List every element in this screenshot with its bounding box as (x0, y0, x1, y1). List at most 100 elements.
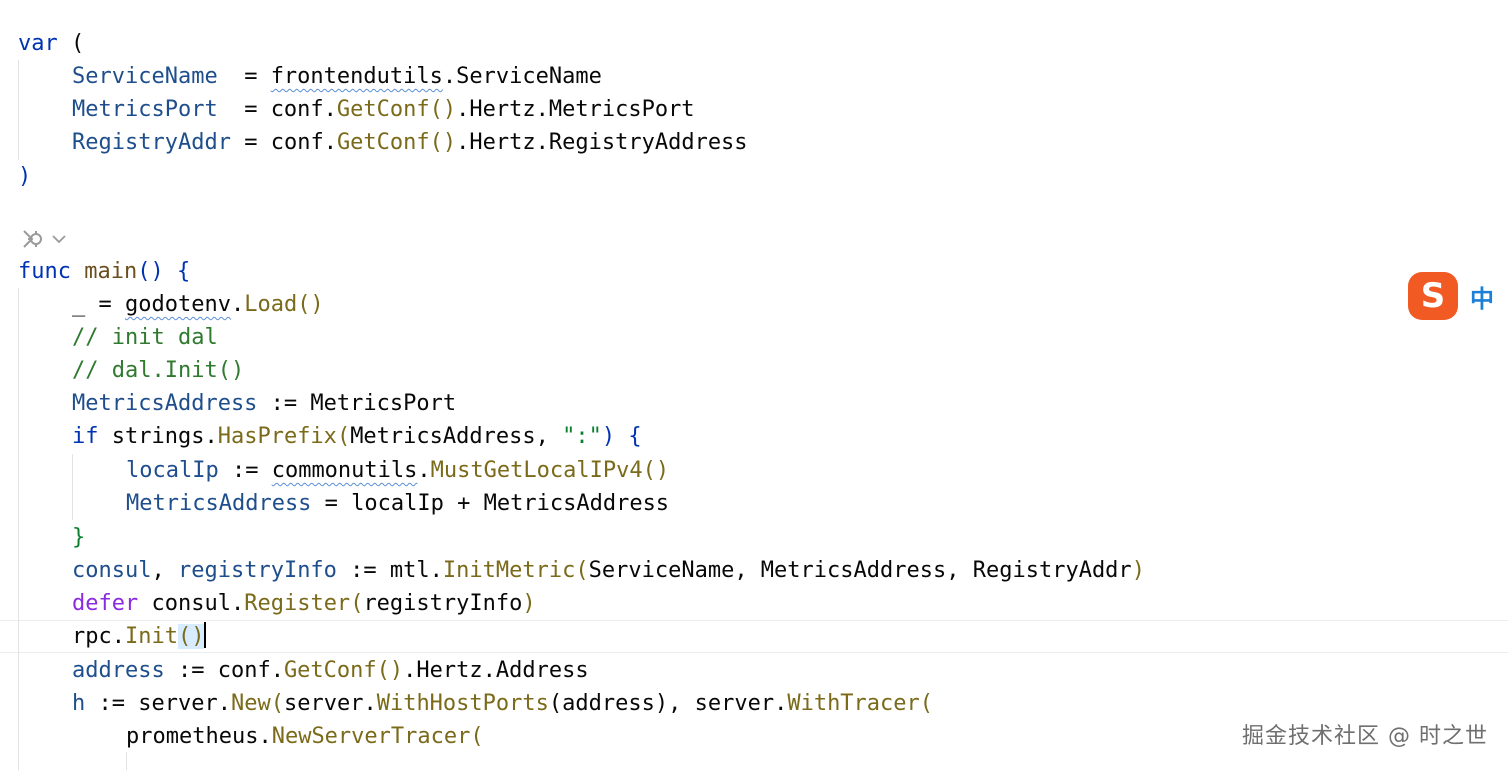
code-line-1[interactable]: var ( (18, 27, 84, 60)
code-text: ( (919, 691, 934, 716)
code-text: ) (18, 164, 32, 189)
code-text: mtl (389, 558, 430, 583)
chevron-down-icon[interactable] (50, 230, 68, 248)
code-line-12[interactable]: if strings.HasPrefix(MetricsAddress, ":"… (72, 420, 642, 453)
code-line-10[interactable]: // dal.Init() (72, 354, 244, 387)
code-text: consul (151, 591, 231, 616)
function-main: main (84, 259, 138, 284)
code-text: ( (336, 424, 351, 449)
code-text: ) { (601, 424, 642, 449)
function-getconf: GetConf (336, 97, 430, 122)
code-text: () (177, 624, 205, 649)
code-line-13[interactable]: localIp := commonutils.MustGetLocalIPv4(… (126, 454, 669, 487)
function-init: Init (125, 624, 178, 649)
indent-guide (18, 288, 19, 770)
function-initmetric: InitMetric (442, 558, 576, 583)
identifier-metricsport: MetricsPort (72, 97, 218, 122)
ime-mode-label[interactable]: 中 (1470, 284, 1494, 313)
code-text: = (230, 130, 271, 155)
code-line-15[interactable]: } (72, 521, 85, 554)
code-text: .Hertz.Address (403, 658, 589, 683)
code-line-11[interactable]: MetricsAddress := MetricsPort (72, 387, 456, 420)
code-text: . (217, 691, 231, 716)
current-line-highlight (0, 620, 1508, 653)
code-text: } (72, 525, 86, 550)
text-caret (204, 622, 207, 648)
indent-guide (72, 454, 73, 520)
code-line-3[interactable]: MetricsPort = conf.GetConf().Hertz.Metri… (72, 93, 695, 126)
code-text: ) (522, 591, 536, 616)
code-text: . (270, 658, 284, 683)
code-text: ( (57, 31, 85, 56)
code-text: conf (270, 130, 324, 155)
code-text: . (417, 458, 431, 483)
code-text: = localIp + MetricsAddress (311, 491, 670, 516)
code-line-4[interactable]: RegistryAddr = conf.GetConf().Hertz.Regi… (72, 126, 748, 159)
keyword-if: if (72, 424, 99, 449)
function-withhostports: WithHostPorts (376, 691, 549, 716)
identifier-metricsaddress: MetricsAddress (126, 491, 312, 516)
indent-guide (126, 752, 127, 770)
code-text: ( (470, 724, 484, 749)
code-text (138, 591, 151, 616)
code-line-2[interactable]: ServiceName = frontendutils.ServiceName (72, 60, 602, 93)
string-literal: ":" (562, 424, 602, 449)
code-text: () (429, 130, 457, 155)
code-line-19[interactable]: address := conf.GetConf().Hertz.Address (72, 654, 589, 687)
function-newservertracer: NewServerTracer (271, 724, 471, 749)
code-line-20[interactable]: h := server.New(server.WithHostPorts(add… (72, 687, 933, 720)
identifier-registryinfo: registryInfo (177, 558, 337, 583)
identifier-address: address (72, 658, 165, 683)
code-text: () (642, 458, 670, 483)
code-text: registryInfo (363, 591, 523, 616)
code-text: () { (137, 259, 191, 284)
code-text: server (138, 691, 218, 716)
code-text: () (429, 97, 457, 122)
code-text: . (323, 130, 337, 155)
code-text: . (111, 624, 125, 649)
code-text: = (217, 64, 271, 89)
code-text: rpc (72, 624, 112, 649)
code-text: := (336, 558, 390, 583)
code-text: . (363, 691, 377, 716)
function-getconf: GetConf (336, 130, 430, 155)
identifier-servicename: ServiceName (72, 64, 218, 89)
code-text: _ = (72, 292, 125, 317)
code-text: := (85, 691, 139, 716)
function-load: Load (244, 292, 298, 317)
sogou-logo-icon[interactable]: S (1408, 272, 1458, 320)
code-text: conf (270, 97, 324, 122)
function-withtracer: WithTracer (787, 691, 920, 716)
code-text (71, 259, 84, 284)
ime-indicator[interactable]: S 中 (1408, 272, 1508, 320)
code-text: .Hertz.MetricsPort (456, 97, 695, 122)
comment: // dal.Init() (72, 358, 245, 383)
package-frontendutils: frontendutils (270, 64, 443, 89)
code-text: conf (217, 658, 271, 683)
code-line-8[interactable]: _ = godotenv.Load() (72, 288, 324, 321)
code-line-17[interactable]: defer consul.Register(registryInfo) (72, 587, 536, 620)
watermark: 掘金技术社区 @ 时之世 (1242, 724, 1488, 749)
keyword-defer: defer (72, 591, 139, 616)
code-text: server (283, 691, 364, 716)
code-text: := (164, 658, 218, 683)
code-text: ServiceName, MetricsAddress, RegistryAdd… (588, 558, 1132, 583)
run-config-gutter[interactable] (20, 226, 72, 252)
code-line-5[interactable]: ) (18, 160, 31, 193)
code-text (99, 424, 112, 449)
code-line-14[interactable]: MetricsAddress = localIp + MetricsAddres… (126, 487, 669, 520)
code-line-7[interactable]: func main() { (18, 255, 190, 288)
code-text: . (230, 292, 245, 317)
code-text: ( (270, 691, 284, 716)
code-line-16[interactable]: consul, registryInfo := mtl.InitMetric(S… (72, 554, 1145, 587)
code-line-9[interactable]: // init dal (72, 321, 218, 354)
run-config-icon[interactable] (20, 227, 44, 251)
code-text: strings (111, 424, 205, 449)
code-line-21[interactable]: prometheus.NewServerTracer( (126, 720, 484, 753)
code-line-18[interactable]: rpc.Init() (72, 620, 207, 653)
function-register: Register (244, 591, 351, 616)
function-new: New (230, 691, 271, 716)
code-text: . (429, 558, 443, 583)
package-commonutils: commonutils (271, 458, 418, 483)
